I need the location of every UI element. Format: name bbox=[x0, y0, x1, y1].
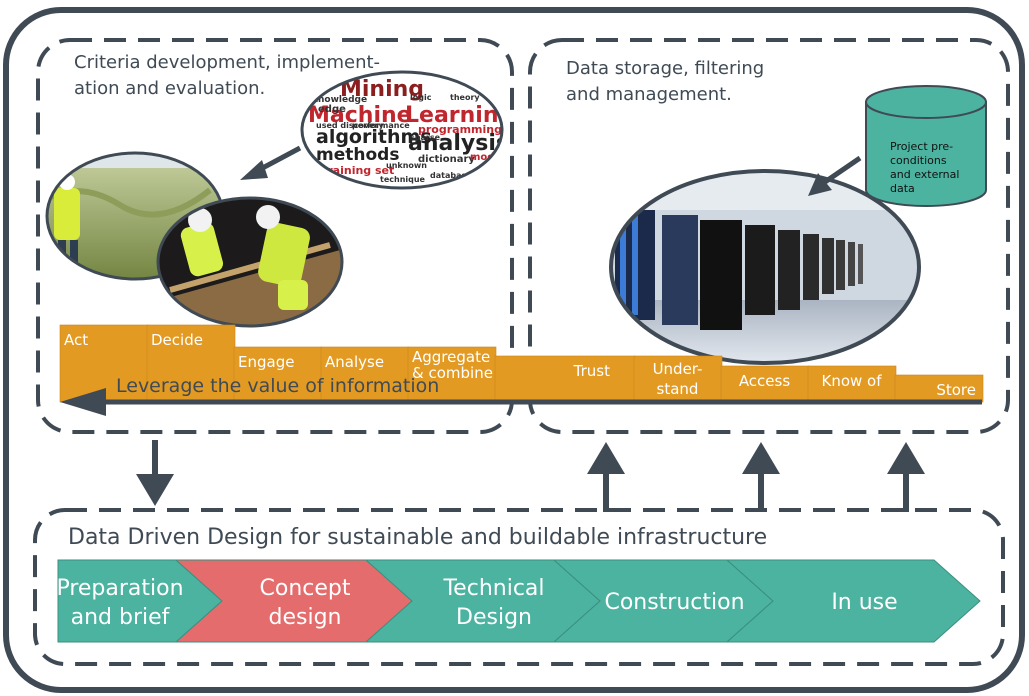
database-cylinder: Project pre- conditions and external dat… bbox=[865, 85, 987, 207]
cloud-word: performance bbox=[352, 121, 410, 130]
ddd-panel bbox=[33, 508, 1005, 666]
stair-label: Under- bbox=[653, 360, 703, 378]
stair-label: Engage bbox=[238, 353, 294, 371]
photo-night-workers bbox=[156, 196, 344, 328]
cloud-word: methods bbox=[316, 145, 399, 165]
cloud-word: models bbox=[470, 152, 511, 163]
cloud-word: database bbox=[430, 171, 472, 180]
phase-chevron bbox=[725, 559, 981, 643]
cloud-word: logic bbox=[410, 93, 432, 102]
cloud-word: programming bbox=[418, 123, 502, 136]
criteria-title-line1: Criteria development, implement- bbox=[74, 52, 380, 73]
stair-step bbox=[320, 346, 410, 403]
cylinder-line3: and external bbox=[890, 168, 959, 181]
stair-label: Act bbox=[64, 331, 88, 349]
cloud-word: unknown bbox=[386, 161, 427, 170]
stair-step bbox=[633, 355, 723, 403]
phase-label-line2: design bbox=[269, 605, 342, 630]
cylinder-to-server-arrow bbox=[808, 155, 862, 196]
cloud-word: knowledge bbox=[312, 95, 367, 105]
cloud-word: analysis bbox=[408, 131, 509, 156]
ddd-title: Data Driven Design for sustainable and b… bbox=[68, 525, 767, 550]
down-arrow-criteria bbox=[136, 440, 174, 506]
leverage-arrow bbox=[60, 388, 982, 416]
up-arrow-technical bbox=[587, 442, 625, 512]
cloud-word: Learning bbox=[405, 103, 514, 128]
stair-step bbox=[233, 346, 323, 403]
cloud-word: dictionary bbox=[418, 154, 475, 165]
phase-label-line2: and brief bbox=[71, 605, 171, 630]
stair-label: Decide bbox=[151, 331, 203, 349]
stair-step bbox=[146, 324, 236, 403]
stair-label: Analyse bbox=[325, 353, 384, 371]
outer-frame bbox=[3, 7, 1025, 693]
stair-label: Trust bbox=[573, 362, 610, 380]
stair-step bbox=[807, 365, 897, 403]
cloud-word: algorithms bbox=[316, 126, 432, 148]
stair-label: Store bbox=[936, 381, 976, 399]
machine-learning-wordcloud: Mining Machine Learning algorithms analy… bbox=[300, 70, 514, 190]
cylinder-line1: Project pre- bbox=[890, 140, 953, 153]
cloud-to-photo-arrow bbox=[240, 145, 302, 180]
cloud-word: Machine bbox=[308, 103, 412, 128]
stair-step bbox=[494, 355, 636, 403]
design-phases: Preparation and brief Concept design Technic… bbox=[56, 559, 981, 643]
storage-title-line1: Data storage, filtering bbox=[566, 58, 764, 79]
cloud-word: Mining bbox=[340, 77, 424, 102]
phase-label-line1: Technical bbox=[442, 576, 544, 601]
phase-label-line1: Concept bbox=[260, 576, 351, 601]
stair-label: Access bbox=[739, 372, 791, 390]
cylinder-line2: conditions bbox=[890, 154, 947, 167]
cloud-word: technique bbox=[380, 175, 426, 184]
cylinder-line4: data bbox=[890, 182, 915, 195]
phase-label-line1: Preparation bbox=[56, 576, 183, 601]
data-storage-panel bbox=[528, 38, 1010, 434]
storage-title-line2: and management. bbox=[566, 84, 732, 105]
stair-label-line2: stand bbox=[657, 380, 699, 398]
cloud-word: edge bbox=[318, 104, 346, 115]
phase-label-line2: Design bbox=[456, 605, 532, 630]
stair-label-line2: & combine bbox=[412, 364, 493, 382]
up-arrow-in-use bbox=[887, 442, 925, 512]
up-arrow-construction bbox=[742, 442, 780, 512]
cloud-word: used discovery bbox=[316, 121, 384, 130]
photo-field-worker bbox=[45, 151, 225, 281]
stair-label: Know of bbox=[821, 372, 882, 390]
cloud-word: sparse bbox=[410, 133, 441, 142]
phase-label: In use bbox=[831, 590, 897, 615]
criteria-title-line2: ation and evaluation. bbox=[74, 78, 265, 99]
stair-label: Aggregate bbox=[412, 348, 490, 366]
leverage-label: Leverage the value of information bbox=[116, 375, 439, 397]
criteria-panel bbox=[36, 38, 514, 434]
phase-label: Construction bbox=[604, 590, 744, 615]
cloud-word: training set bbox=[322, 164, 394, 177]
cloud-word: theory bbox=[450, 93, 480, 102]
